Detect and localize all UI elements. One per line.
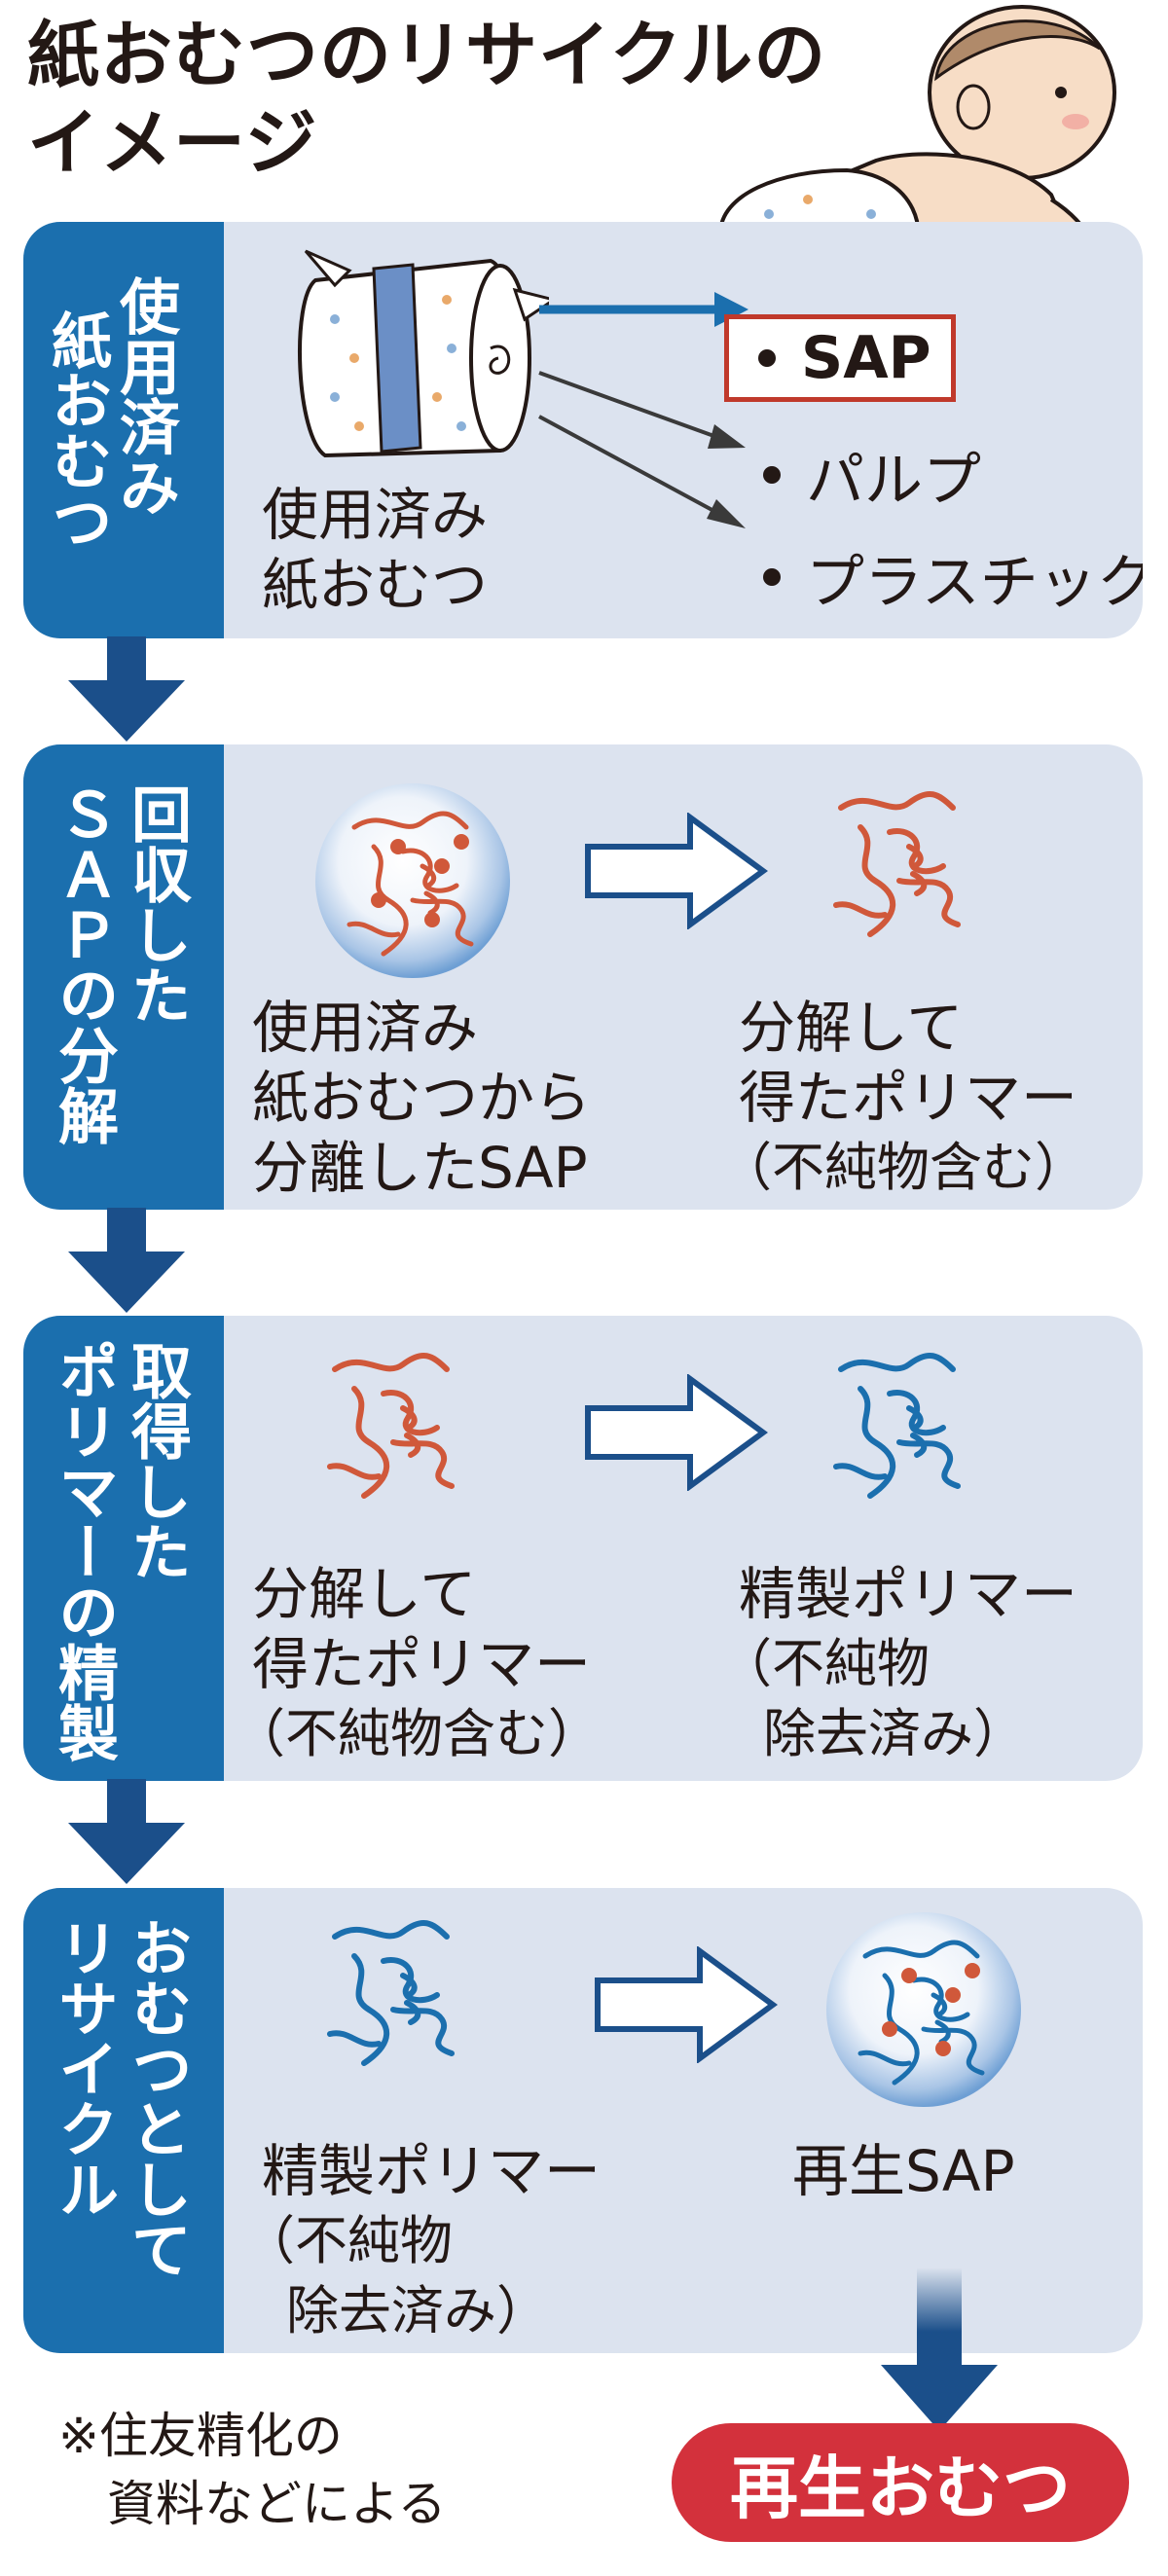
step-4-right-line-1: 再生SAP [792,2138,1015,2204]
step-4-left-line-2: （不純物 [242,2210,453,2271]
output-sap: SAP [724,314,956,402]
step-2-left-line-3: 分離したSAP [252,1135,588,1201]
diaper-label-line-1: 使用済み [262,482,489,548]
step-1-title-col-1: 使用済み [109,275,180,517]
step-3-title-col-1: 取得した [121,1340,192,1581]
step-2-right-line-3: （不純物含む） [719,1137,1087,1198]
step-4-title-col-2: リサイクル [48,1917,119,2219]
output-pulp-label: パルプ [806,446,981,515]
step-3-left-line-2: 得たポリマー [252,1631,592,1697]
output-sap-label: SAP [801,324,931,392]
step-4-left-line-3: 除去済み） [286,2280,549,2341]
step-3-right-line-1: 精製ポリマー [739,1561,1078,1627]
step-4-bar: おむつとして リサイクル [23,1888,224,2353]
output-plastic-label: プラスチック [806,548,1143,617]
step-3-left-line-3: （不純物含む） [233,1703,601,1764]
source-note-line-2: 資料などによる [107,2476,447,2532]
output-pulp: パルプ [763,436,981,515]
bullet-icon [763,466,781,484]
process-arrow-icon [595,1946,778,2063]
step-3-left-line-1: 分解して [252,1561,477,1627]
step-1-title-col-2: 紙おむつ [41,309,112,551]
sap-sphere-icon [315,783,510,978]
final-down-arrow-icon [881,2268,998,2431]
step-2-bar: 回収した ＳＡＰの分解 [23,744,224,1210]
title-line-1: 紙おむつのリサイクルの [27,14,827,97]
process-arrow-icon [585,813,768,929]
down-arrow-icon [68,1208,185,1313]
recycled-diaper-badge: 再生おむつ [672,2423,1129,2542]
process-arrow-icon [585,1374,768,1491]
polymer-blue-icon [831,1350,987,1515]
bullet-icon [763,568,781,586]
step-2-panel: 回収した ＳＡＰの分解 使用済み 紙おむつから 分離したSAP 分解して 得たポ… [23,744,1143,1210]
polymer-red-icon [325,1350,481,1515]
step-1-bar: 使用済み 紙おむつ [23,222,224,638]
step-4-left-line-1: 精製ポリマー [262,2138,602,2204]
source-note-line-1: ※住友精化の [58,2408,343,2464]
output-plastic: プラスチック [763,538,1143,617]
bullet-icon [758,349,776,367]
down-arrow-icon [68,1779,185,1884]
step-3-panel: 取得した ポリマーの精製 分解して 得たポリマー （不純物含む） 精製ポリマー … [23,1316,1143,1781]
used-diaper-icon [298,249,549,458]
title-line-2: イメージ [27,101,318,185]
recycled-sap-sphere-icon [826,1912,1021,2107]
step-4-title-col-1: おむつとして [121,1917,192,2279]
polymer-blue-icon [325,1917,481,2083]
down-arrow-icon [68,636,185,742]
step-3-right-line-3: 除去済み） [763,1703,1026,1764]
step-2-left-line-1: 使用済み [252,995,479,1061]
diaper-label-line-2: 紙おむつ [262,552,489,618]
step-3-right-line-2: （不純物 [719,1633,930,1694]
step-2-left-line-2: 紙おむつから [252,1065,592,1131]
step-2-right-line-1: 分解して [739,995,964,1061]
step-2-title-col-1: 回収した [121,783,192,1025]
step-3-bar: 取得した ポリマーの精製 [23,1316,224,1781]
step-2-title-col-2: ＳＡＰの分解 [48,783,119,1145]
step-2-right-line-2: 得たポリマー [739,1065,1078,1131]
step-3-title-col-2: ポリマーの精製 [48,1340,119,1762]
separation-arrows [538,292,748,528]
step-1-panel: 使用済み 紙おむつ 使用済み 紙おむつ SAP パルプ プラスチック [23,222,1143,638]
polymer-red-icon [831,788,987,954]
